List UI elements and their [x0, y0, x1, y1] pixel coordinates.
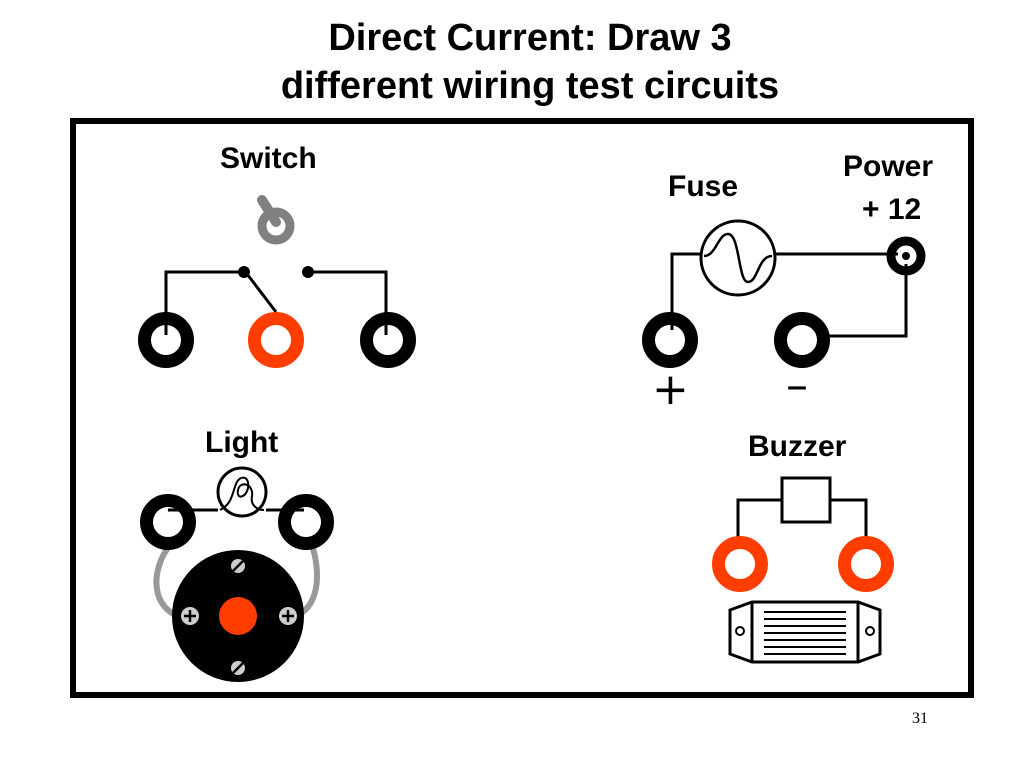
switch-circuit — [138, 195, 416, 368]
circuit-board — [70, 118, 974, 698]
page-number: 31 — [912, 710, 928, 727]
switch-label: Switch — [220, 142, 317, 175]
light-circuit — [140, 466, 334, 682]
power-terminal — [886, 236, 926, 276]
light-terminal-left — [140, 494, 196, 550]
switch-blade — [242, 269, 278, 313]
plus-sign: + — [652, 364, 689, 415]
bulb-icon — [216, 466, 268, 518]
buzzer-wire-left — [736, 498, 782, 540]
slide-title: Direct Current: Draw 3 different wiring … — [0, 14, 1024, 110]
buzzer-wire-right — [830, 498, 868, 540]
title-line-2: different wiring test circuits — [280, 65, 780, 107]
buzzer-icon — [728, 600, 882, 664]
fuse-label: Fuse — [668, 170, 739, 203]
switch-terminal-right — [360, 312, 416, 368]
buzzer-label: Buzzer — [748, 430, 847, 463]
switch-terminal-left — [138, 312, 194, 368]
fuse-circuit — [642, 219, 926, 368]
minus-sign: – — [786, 360, 808, 411]
positive-terminal — [642, 312, 698, 368]
switch-contact-left — [238, 266, 250, 278]
light-terminal-right — [278, 494, 334, 550]
title-line-1: Direct Current: Draw 3 — [328, 17, 732, 59]
switch-toggle-icon — [257, 195, 295, 245]
buzzer-terminal-right — [838, 536, 894, 592]
buzzer-symbol — [780, 476, 832, 524]
negative-terminal — [774, 312, 830, 368]
power-label: Power — [843, 150, 934, 183]
lamp-socket-icon — [172, 550, 304, 682]
ground-wire — [820, 264, 908, 338]
light-label: Light — [205, 426, 279, 459]
switch-contact-right — [302, 266, 314, 278]
switch-terminal-middle — [248, 312, 304, 368]
buzzer-terminal-left — [712, 536, 768, 592]
fuse-wire-left — [670, 252, 700, 330]
fuse-icon — [699, 219, 777, 297]
buzzer-circuit — [712, 476, 894, 664]
power-voltage-label: + 12 — [862, 193, 922, 226]
